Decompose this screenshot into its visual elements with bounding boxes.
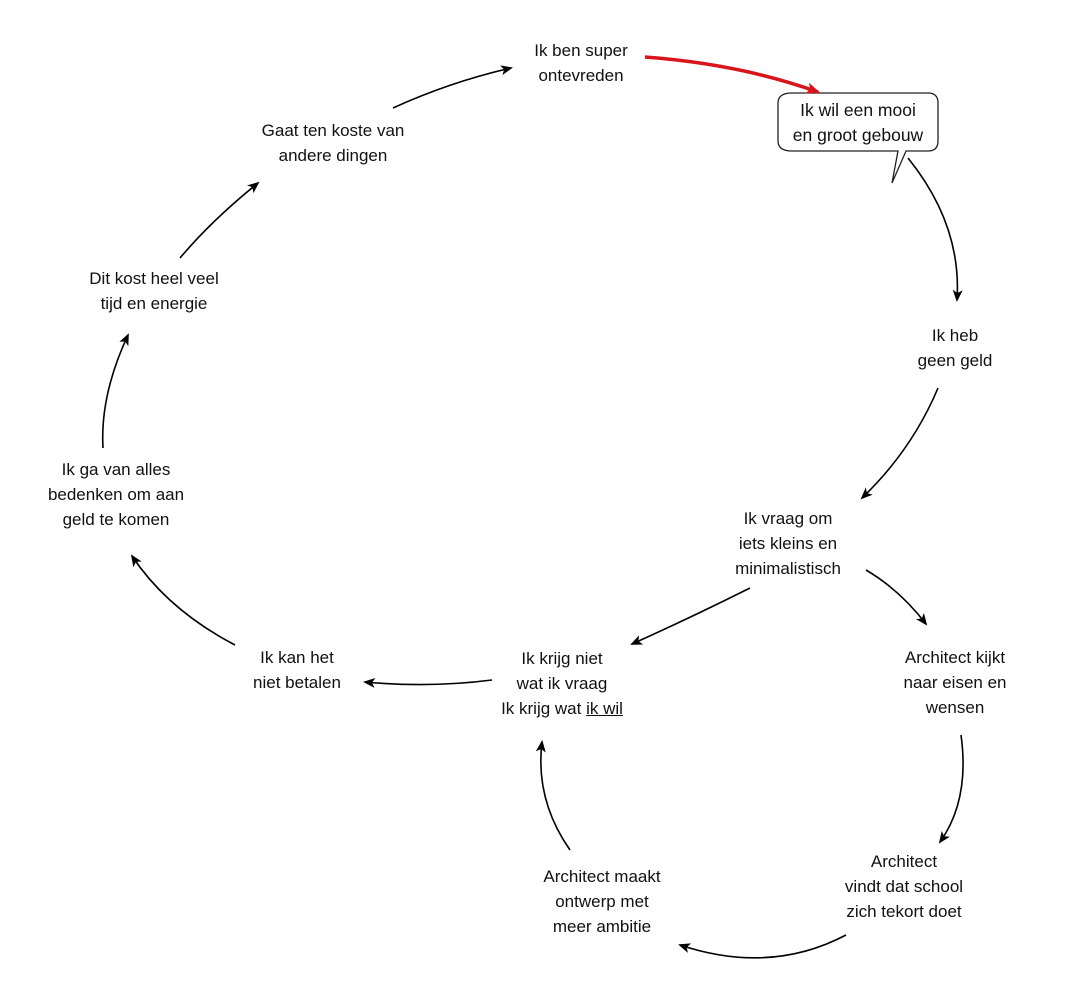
- arrow-tijd-to-koste: [179, 181, 260, 259]
- node-eisen-line2: naar eisen en: [903, 673, 1007, 692]
- node-bedenken-line3: geld te komen: [62, 510, 170, 529]
- arrow-eisen-to-school: [938, 734, 964, 844]
- node-ontevreden: Ik ben super ontevreden: [534, 38, 628, 88]
- node-tijd: Dit kost heel veel tijd en energie: [89, 266, 218, 316]
- arrow-bedenken-to-tijd: [101, 333, 129, 449]
- node-school: Architect vindt dat school zich tekort d…: [845, 849, 963, 924]
- node-ontevreden-line2: ontevreden: [538, 66, 624, 85]
- node-geen-geld: Ik heb geen geld: [918, 323, 993, 373]
- arrow-geen-geld-to-vraag: [860, 387, 939, 500]
- node-bedenken-line1: Ik ga van alles: [61, 460, 171, 479]
- node-koste-line2: andere dingen: [278, 146, 388, 165]
- node-bedenken: Ik ga van alles bedenken om aan geld te …: [48, 457, 184, 532]
- speech-bubble: [777, 92, 939, 184]
- node-koste-line1: Gaat ten koste van: [261, 121, 405, 140]
- node-krijg-line3: Ik krijg wat ik wil: [501, 696, 623, 721]
- arrow-school-to-ontwerp: [678, 934, 847, 959]
- node-wens-line1: Ik wil een mooi: [800, 100, 916, 120]
- arrow-wens-to-geen-geld: [907, 157, 963, 302]
- node-school-line3: zich tekort doet: [846, 902, 962, 921]
- arrow-vraag-to-krijg: [630, 587, 751, 645]
- node-betalen: Ik kan het niet betalen: [253, 645, 341, 695]
- node-ontwerp: Architect maakt ontwerp met meer ambitie: [543, 864, 660, 939]
- node-ontwerp-line1: Architect maakt: [543, 867, 661, 886]
- arrow-ontwerp-to-krijg: [535, 740, 571, 851]
- node-betalen-line1: Ik kan het: [260, 648, 334, 667]
- node-bedenken-line2: bedenken om aan: [47, 485, 185, 504]
- node-school-line1: Architect: [870, 852, 938, 871]
- node-eisen-line1: Architect kijkt: [904, 648, 1006, 667]
- node-eisen-line3: wensen: [925, 698, 985, 717]
- node-geen-geld-line2: geen geld: [917, 351, 993, 370]
- node-ontwerp-line2: ontwerp met: [555, 892, 649, 911]
- node-tijd-line1: Dit kost heel veel: [89, 269, 219, 288]
- node-krijg-line2: wat ik vraag: [516, 674, 608, 693]
- arrow-vraag-to-eisen: [865, 569, 928, 626]
- node-vraag: Ik vraag om iets kleins en minimalistisc…: [735, 506, 841, 581]
- arrow-krijg-to-betalen: [363, 677, 493, 688]
- node-ontwerp-line3: meer ambitie: [552, 917, 652, 936]
- node-vraag-line3: minimalistisch: [735, 559, 841, 578]
- node-krijg-line3-prefix: Ik krijg wat: [501, 699, 587, 718]
- node-geen-geld-line1: Ik heb: [931, 326, 979, 345]
- node-eisen: Architect kijkt naar eisen en wensen: [903, 645, 1006, 720]
- node-wens: Ik wil een mooi en groot gebouw: [793, 98, 923, 148]
- node-krijg: Ik krijg niet wat ik vraag Ik krijg wat …: [501, 646, 623, 721]
- node-wens-line2: en groot gebouw: [792, 125, 924, 145]
- node-tijd-line2: tijd en energie: [100, 294, 208, 313]
- arrow-koste-to-ontevreden: [392, 65, 513, 109]
- arrow-ontevreden-to-wens: [644, 55, 821, 94]
- node-ontevreden-line1: Ik ben super: [534, 41, 628, 60]
- node-vraag-line1: Ik vraag om: [743, 509, 833, 528]
- node-krijg-line1: Ik krijg niet: [521, 649, 603, 668]
- arrow-betalen-to-bedenken: [130, 554, 236, 646]
- node-betalen-line2: niet betalen: [253, 673, 341, 692]
- node-school-line2: vindt dat school: [844, 877, 964, 896]
- node-koste: Gaat ten koste van andere dingen: [262, 118, 405, 168]
- node-krijg-line3-underlined: ik wil: [586, 699, 623, 718]
- node-vraag-line2: iets kleins en: [738, 534, 838, 553]
